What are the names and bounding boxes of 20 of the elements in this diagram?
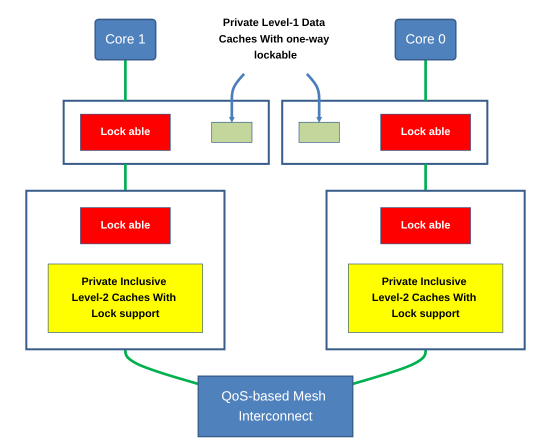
- cluster: [62, 100, 270, 165]
- node-box: Lock able: [80, 114, 171, 151]
- node-text: Private Level-1 Data Caches With one-way lockable: [218, 17, 330, 62]
- node-box: Private Inclusive Level-2 Caches With Lock support: [348, 264, 504, 333]
- node-box: [211, 122, 252, 143]
- cluster: [326, 190, 526, 350]
- connector: [424, 60, 427, 101]
- connector: [124, 164, 127, 191]
- node-box: Lock able: [380, 114, 471, 151]
- connector: [424, 164, 427, 191]
- connector: [124, 60, 127, 101]
- node-box: [298, 122, 340, 143]
- node-box: Private Inclusive Level-2 Caches With Lock support: [48, 264, 203, 333]
- cluster: [281, 100, 488, 165]
- cluster: [25, 190, 226, 350]
- node-box: Lock able: [80, 207, 171, 244]
- node-box: Lock able: [380, 207, 471, 244]
- node-box: QoS-based Mesh Interconnect: [198, 376, 354, 438]
- arrow: [228, 72, 246, 123]
- arrow: [306, 72, 322, 123]
